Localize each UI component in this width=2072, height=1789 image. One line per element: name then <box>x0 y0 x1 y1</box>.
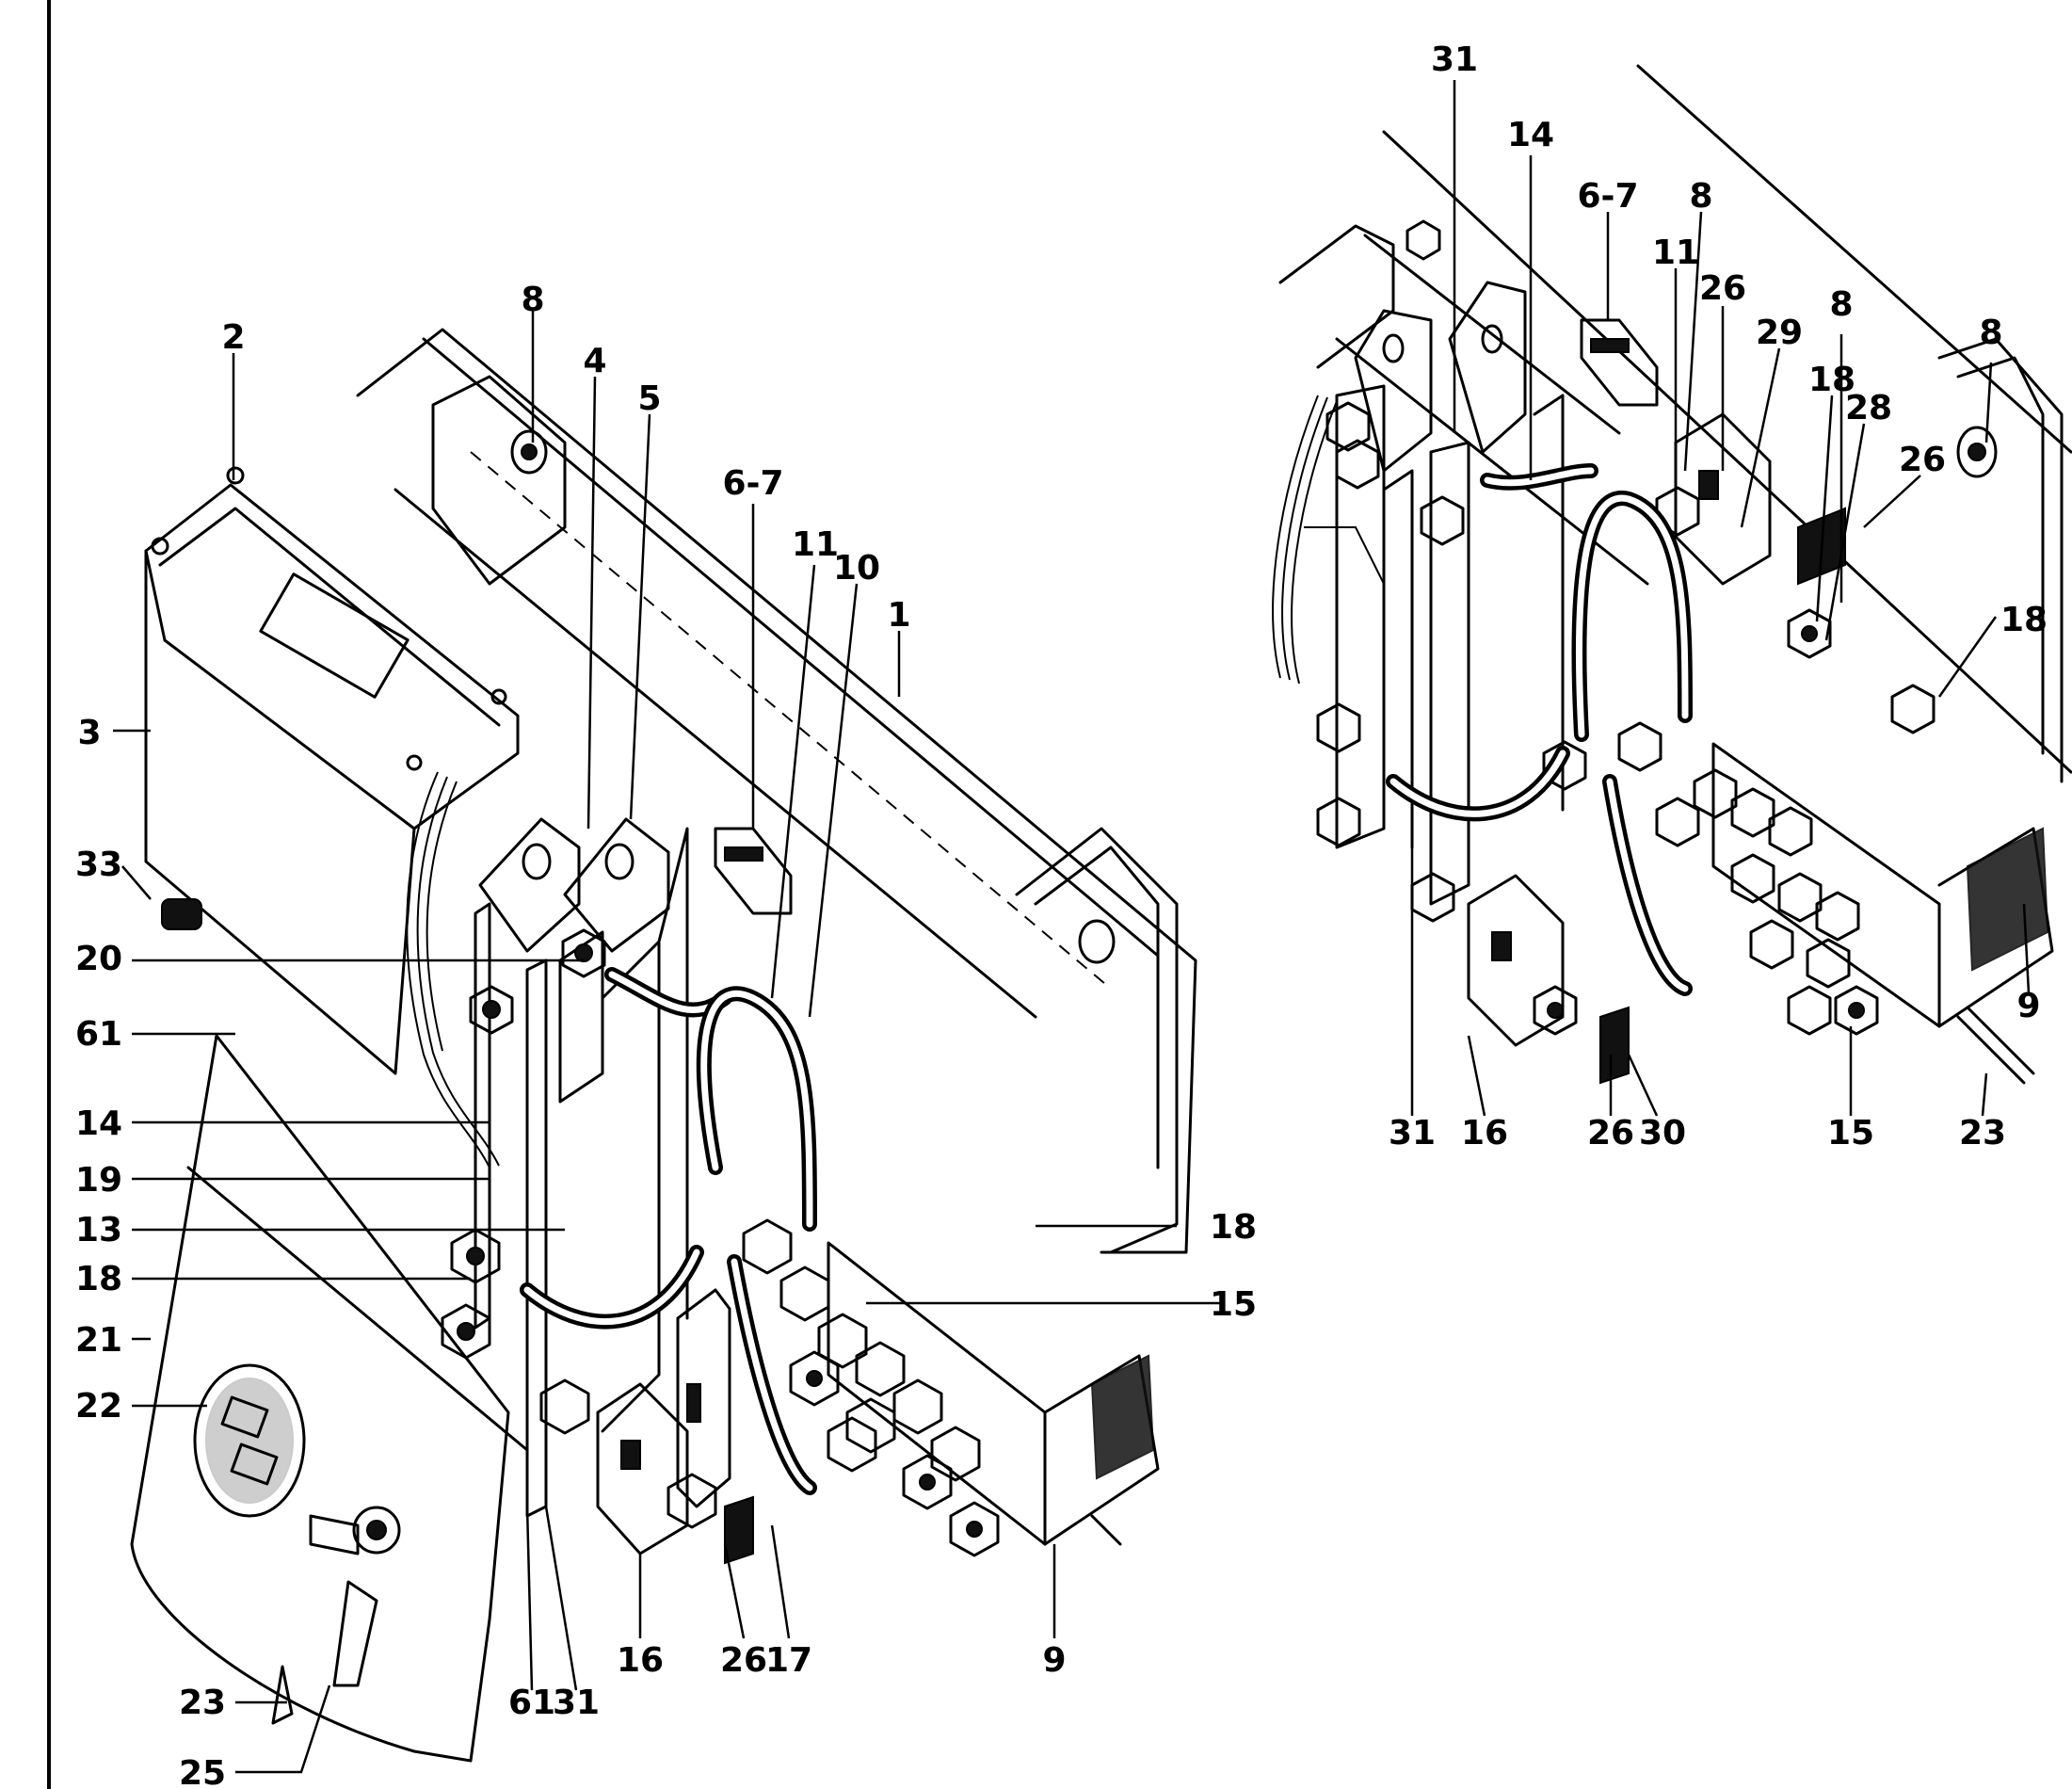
callout-16: 18 <box>1808 361 1855 399</box>
callout-26: 26 <box>1699 269 1746 308</box>
callout-8: 8 <box>1829 285 1853 324</box>
callout-31: 31 <box>1389 1114 1436 1152</box>
right-fuse-holder <box>1580 318 1659 407</box>
callout-18: 18 <box>1210 1208 1257 1247</box>
callout-11: 14 <box>1507 116 1554 154</box>
callout-26: 26 <box>720 1641 767 1680</box>
callout-15: 16 <box>1461 1114 1508 1152</box>
callout-13: 14 <box>75 1104 122 1143</box>
fuse-holder <box>714 827 793 915</box>
gauge-dial <box>193 1363 306 1518</box>
right-leader-lines <box>1410 80 2031 1117</box>
callout-23: 23 <box>1959 1114 2006 1152</box>
left-assembly-view: 8 2 4 5 6-7 11 10 1 3 33 20 61 14 19 13 … <box>75 281 1257 1789</box>
key-switch <box>352 1506 401 1555</box>
callout-1: 1 <box>887 596 910 635</box>
callout-6-7: 6-7 <box>1577 177 1638 216</box>
callout-22: 22 <box>75 1387 122 1426</box>
callout-12: 13 <box>75 1211 122 1249</box>
leader-lines <box>113 311 1224 1774</box>
callout-14: 15 <box>1210 1285 1257 1324</box>
callout-18: 18 <box>2000 601 2048 639</box>
callout-2: 2 <box>221 318 245 357</box>
heavy-cables <box>520 967 817 1495</box>
left-callouts: 8 2 4 5 6-7 11 10 1 3 33 20 61 14 19 13 … <box>75 281 1257 1789</box>
callout-16: 17 <box>765 1641 812 1680</box>
callout-21: 21 <box>75 1321 122 1360</box>
right-brackets <box>1335 281 1565 906</box>
control-box <box>144 466 520 1075</box>
terminal-strip <box>827 1241 1160 1546</box>
main-rail-housing <box>356 328 1197 1254</box>
cover-plate <box>130 1034 529 1763</box>
callout-8: 8 <box>521 281 544 319</box>
right-callouts: 31 14 6-7 8 11 26 29 8 18 28 26 8 18 9 3… <box>1389 40 2048 1152</box>
shunt-block <box>596 1288 754 1565</box>
callout-29: 30 <box>1639 1114 1686 1152</box>
right-terminal-strip <box>1711 742 2054 1085</box>
callout-10: 11 <box>1652 234 1699 272</box>
callout-6-7: 6-7 <box>722 464 783 503</box>
right-cables <box>1386 463 1693 996</box>
right-nuts <box>1316 401 1935 1036</box>
rubber-foot <box>161 898 202 930</box>
callout-25: 25 <box>179 1754 226 1789</box>
terminal-nuts <box>441 928 1000 1557</box>
callout-14: 15 <box>1827 1114 1874 1152</box>
callout-3: 3 <box>77 714 101 752</box>
callout-33: 61 <box>75 1015 122 1054</box>
callout-26: 26 <box>1587 1114 1634 1152</box>
right-assembly-view: 31 14 6-7 8 11 26 29 8 18 28 26 8 18 9 3… <box>1272 40 2072 1152</box>
right-wiring <box>1272 395 1385 685</box>
callout-9: 9 <box>1042 1641 1066 1680</box>
callout-11: 11 <box>792 525 839 564</box>
callout-31: 31 <box>553 1684 600 1722</box>
callout-20: 20 <box>75 940 122 978</box>
callout-9: 9 <box>2016 987 2040 1025</box>
callout-17: 18 <box>75 1260 122 1298</box>
right-housing <box>1278 64 2072 783</box>
callout-26: 26 <box>1899 441 1946 479</box>
callout-30: 31 <box>1431 40 1478 79</box>
callout-28: 29 <box>1756 314 1803 352</box>
mounting-brackets <box>478 817 670 953</box>
wiring-loom <box>406 771 500 1168</box>
callout-15: 16 <box>617 1641 664 1680</box>
callout-8: 8 <box>1979 314 2002 352</box>
callout-19: 19 <box>75 1161 122 1200</box>
callout-61: 61 <box>508 1684 555 1722</box>
callout-5: 5 <box>637 379 661 418</box>
callout-27: 28 <box>1845 389 1892 427</box>
callout-32: 33 <box>75 846 122 884</box>
callout-10: 10 <box>833 549 880 588</box>
callout-23: 23 <box>179 1684 226 1722</box>
callout-4: 4 <box>583 342 606 380</box>
callout-8: 8 <box>1689 177 1712 216</box>
